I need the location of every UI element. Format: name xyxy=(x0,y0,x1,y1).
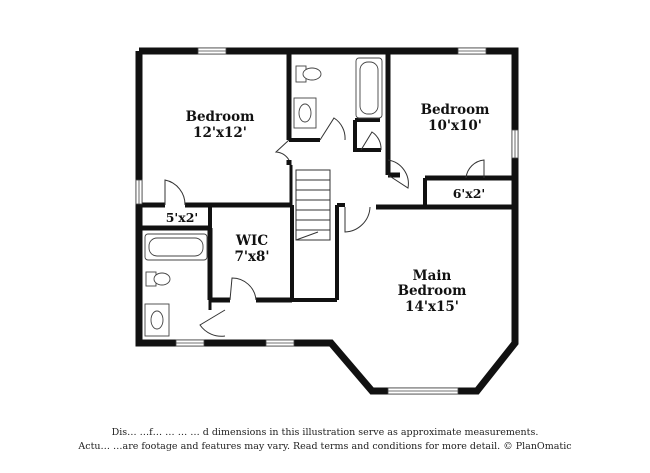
room-name-line1: Main xyxy=(413,268,452,284)
lower-bath-fixtures xyxy=(144,233,208,337)
door-swings xyxy=(164,117,485,337)
room-size: 12'x12' xyxy=(193,125,247,141)
room-label-closet-5x2: 5'x2' xyxy=(166,210,199,225)
room-label-wic: WIC 7'x8' xyxy=(234,233,269,265)
room-size: 7'x8' xyxy=(234,249,269,265)
room-size: 10'x10' xyxy=(428,118,482,134)
room-label-bedroom-1: Bedroom 12'x12' xyxy=(186,109,255,141)
room-label-main-bedroom: Main Bedroom 14'x15' xyxy=(398,268,467,315)
windows xyxy=(135,47,519,395)
disclaimer-line-2: Actu… …are footage and features may vary… xyxy=(78,441,572,452)
room-name: Bedroom xyxy=(421,102,490,118)
staircase xyxy=(295,169,331,241)
room-label-bedroom-2: Bedroom 10'x10' xyxy=(421,102,490,134)
room-name: WIC xyxy=(235,233,268,249)
interior-walls xyxy=(137,51,515,343)
room-size: 14'x15' xyxy=(405,299,459,315)
room-name: Bedroom xyxy=(186,109,255,125)
upper-bath-fixtures xyxy=(293,57,383,129)
room-size: 5'x2' xyxy=(166,210,199,225)
disclaimer-line-1: Dis… …f… … … … d dimensions in this illu… xyxy=(111,427,539,438)
room-label-closet-6x2: 6'x2' xyxy=(453,186,486,201)
room-name-line2: Bedroom xyxy=(398,283,467,299)
room-size: 6'x2' xyxy=(453,186,486,201)
